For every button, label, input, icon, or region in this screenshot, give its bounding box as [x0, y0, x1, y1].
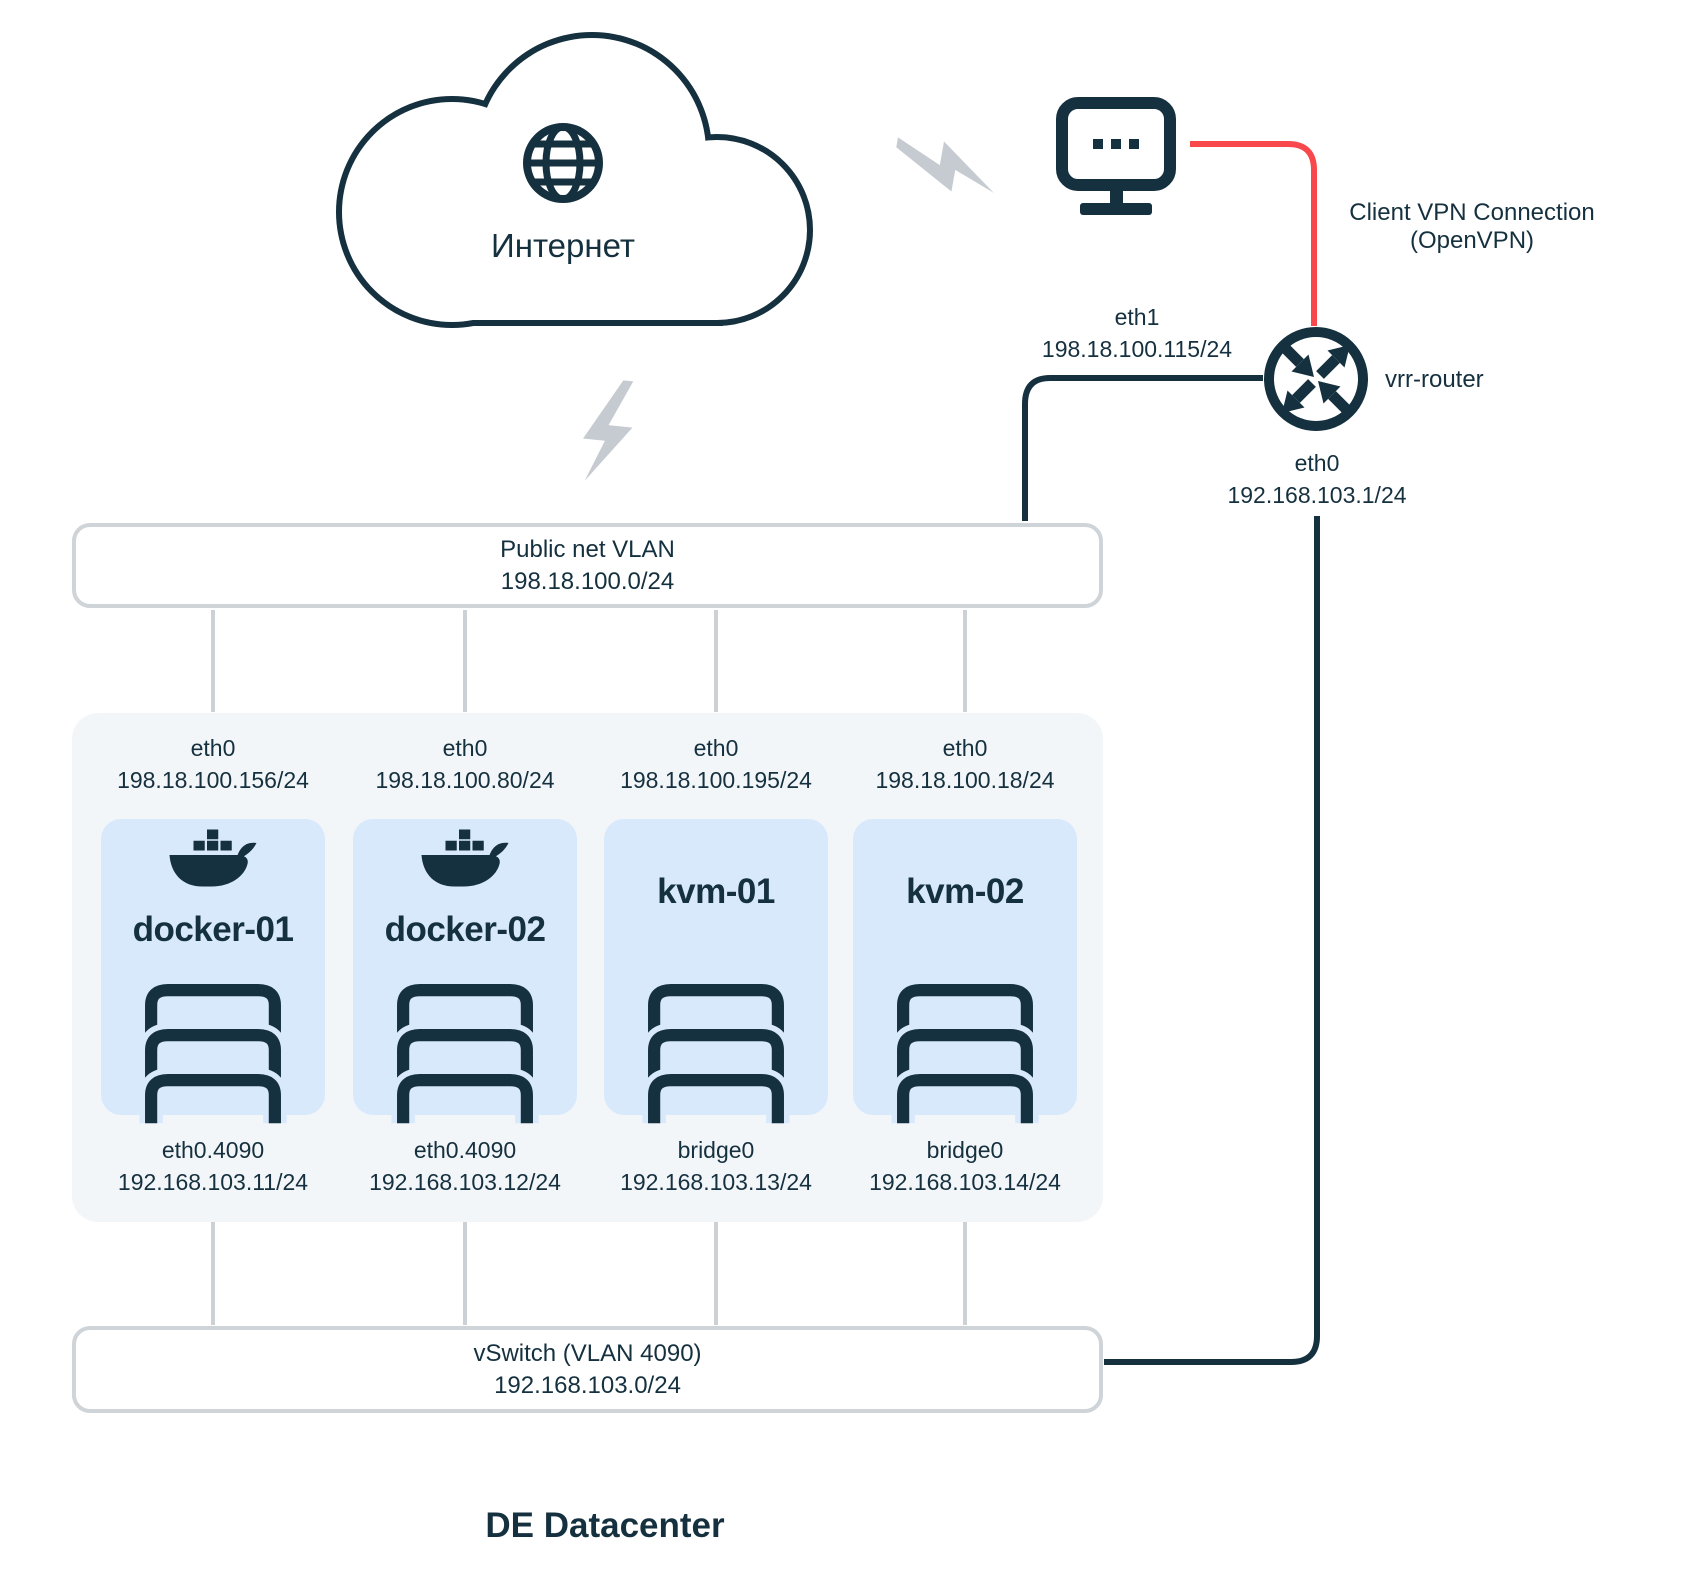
router-eth0-ip: 192.168.103.1/24 [1227, 482, 1407, 508]
if-name: eth0 [942, 735, 988, 761]
if-name: eth0 [693, 735, 739, 761]
router-name: vrr-router [1385, 366, 1484, 393]
monitor-icon [1056, 97, 1176, 215]
docker-whale-icon [169, 829, 257, 887]
router-arrows-icon [1264, 327, 1368, 431]
public-vlan-subnet: 198.18.100.0/24 [500, 567, 675, 595]
internet-label: Интернет [491, 227, 635, 264]
if-ip: 192.168.103.14/24 [869, 1169, 1061, 1195]
server-name: docker-02 [384, 910, 546, 949]
vlan-to-servers-lines [211, 610, 967, 712]
server-rack-icon [891, 984, 1039, 1124]
bottom-interface-label: eth0.4090 192.168.103.12/24 [339, 1134, 591, 1198]
if-name: eth0.4090 [413, 1137, 517, 1163]
server-rack-icon [642, 984, 790, 1124]
server-column-kvm-01: eth0 198.18.100.195/24 kvm-01 bridge0 19… [590, 713, 842, 1222]
docker-whale-icon [421, 829, 509, 887]
connector-lines [211, 141, 1320, 1365]
server-rack-icon [391, 984, 539, 1124]
if-name: eth0 [190, 735, 236, 761]
eth1-line [1022, 375, 1263, 521]
vswitch-title: vSwitch (VLAN 4090) [473, 1339, 702, 1367]
if-name: eth0.4090 [161, 1137, 265, 1163]
if-ip: 192.168.103.11/24 [117, 1169, 309, 1195]
server-name: docker-01 [132, 910, 294, 949]
server-card-docker-02: docker-02 [353, 819, 577, 1124]
bottom-interface-label: bridge0 192.168.103.13/24 [590, 1134, 842, 1198]
client-vpn-label: Client VPN Connection (OpenVPN) [1312, 199, 1632, 255]
client-vpn-line2: (OpenVPN) [1409, 227, 1535, 254]
top-interface-label: eth0 198.18.100.80/24 [339, 732, 591, 796]
globe-icon [523, 123, 603, 203]
server-rack-icon [139, 984, 287, 1124]
router-eth0-name: eth0 [1294, 450, 1340, 476]
vswitch-box: vSwitch (VLAN 4090) 192.168.103.0/24 [72, 1326, 1103, 1413]
if-ip: 198.18.100.195/24 [620, 767, 812, 793]
if-name: eth0 [442, 735, 488, 761]
server-card-docker-01: docker-01 [101, 819, 325, 1124]
if-name: bridge0 [926, 1137, 1004, 1163]
server-card-kvm-01: kvm-01 [604, 819, 828, 1124]
server-column-kvm-02: eth0 198.18.100.18/24 kvm-02 bridge0 192… [839, 713, 1091, 1222]
if-ip: 198.18.100.18/24 [875, 767, 1055, 793]
vpn-connection-line [1190, 141, 1317, 326]
if-ip: 192.168.103.13/24 [620, 1169, 812, 1195]
top-interface-label: eth0 198.18.100.18/24 [839, 732, 1091, 796]
if-ip: 192.168.103.12/24 [369, 1169, 561, 1195]
top-interface-label: eth0 198.18.100.195/24 [590, 732, 842, 796]
server-card-kvm-02: kvm-02 [853, 819, 1077, 1124]
server-column-docker-02: eth0 198.18.100.80/24 docker-02 [339, 713, 591, 1222]
if-ip: 198.18.100.156/24 [117, 767, 309, 793]
if-name: bridge0 [677, 1137, 755, 1163]
eth0-line [1104, 516, 1320, 1365]
top-interface-label: eth0 198.18.100.156/24 [87, 732, 339, 796]
servers-to-vswitch-lines [211, 1222, 967, 1325]
server-column-docker-01: eth0 198.18.100.156/24 docker-01 [87, 713, 339, 1222]
datacenter-server-group: eth0 198.18.100.156/24 docker-01 [72, 713, 1103, 1222]
server-name: kvm-02 [906, 872, 1024, 911]
client-vpn-line1: Client VPN Connection [1349, 199, 1595, 226]
bottom-interface-label: eth0.4090 192.168.103.11/24 [87, 1134, 339, 1198]
server-name: kvm-01 [657, 872, 775, 911]
public-vlan-title: Public net VLAN [500, 535, 675, 563]
vswitch-subnet: 192.168.103.0/24 [494, 1371, 681, 1399]
router-eth1-ip: 198.18.100.115/24 [1041, 336, 1233, 362]
public-vlan-box: Public net VLAN 198.18.100.0/24 [72, 523, 1103, 608]
if-ip: 198.18.100.80/24 [375, 767, 555, 793]
datacenter-label: DE Datacenter [485, 1506, 725, 1545]
bottom-interface-label: bridge0 192.168.103.14/24 [839, 1134, 1091, 1198]
router-eth1-name: eth1 [1114, 304, 1160, 330]
